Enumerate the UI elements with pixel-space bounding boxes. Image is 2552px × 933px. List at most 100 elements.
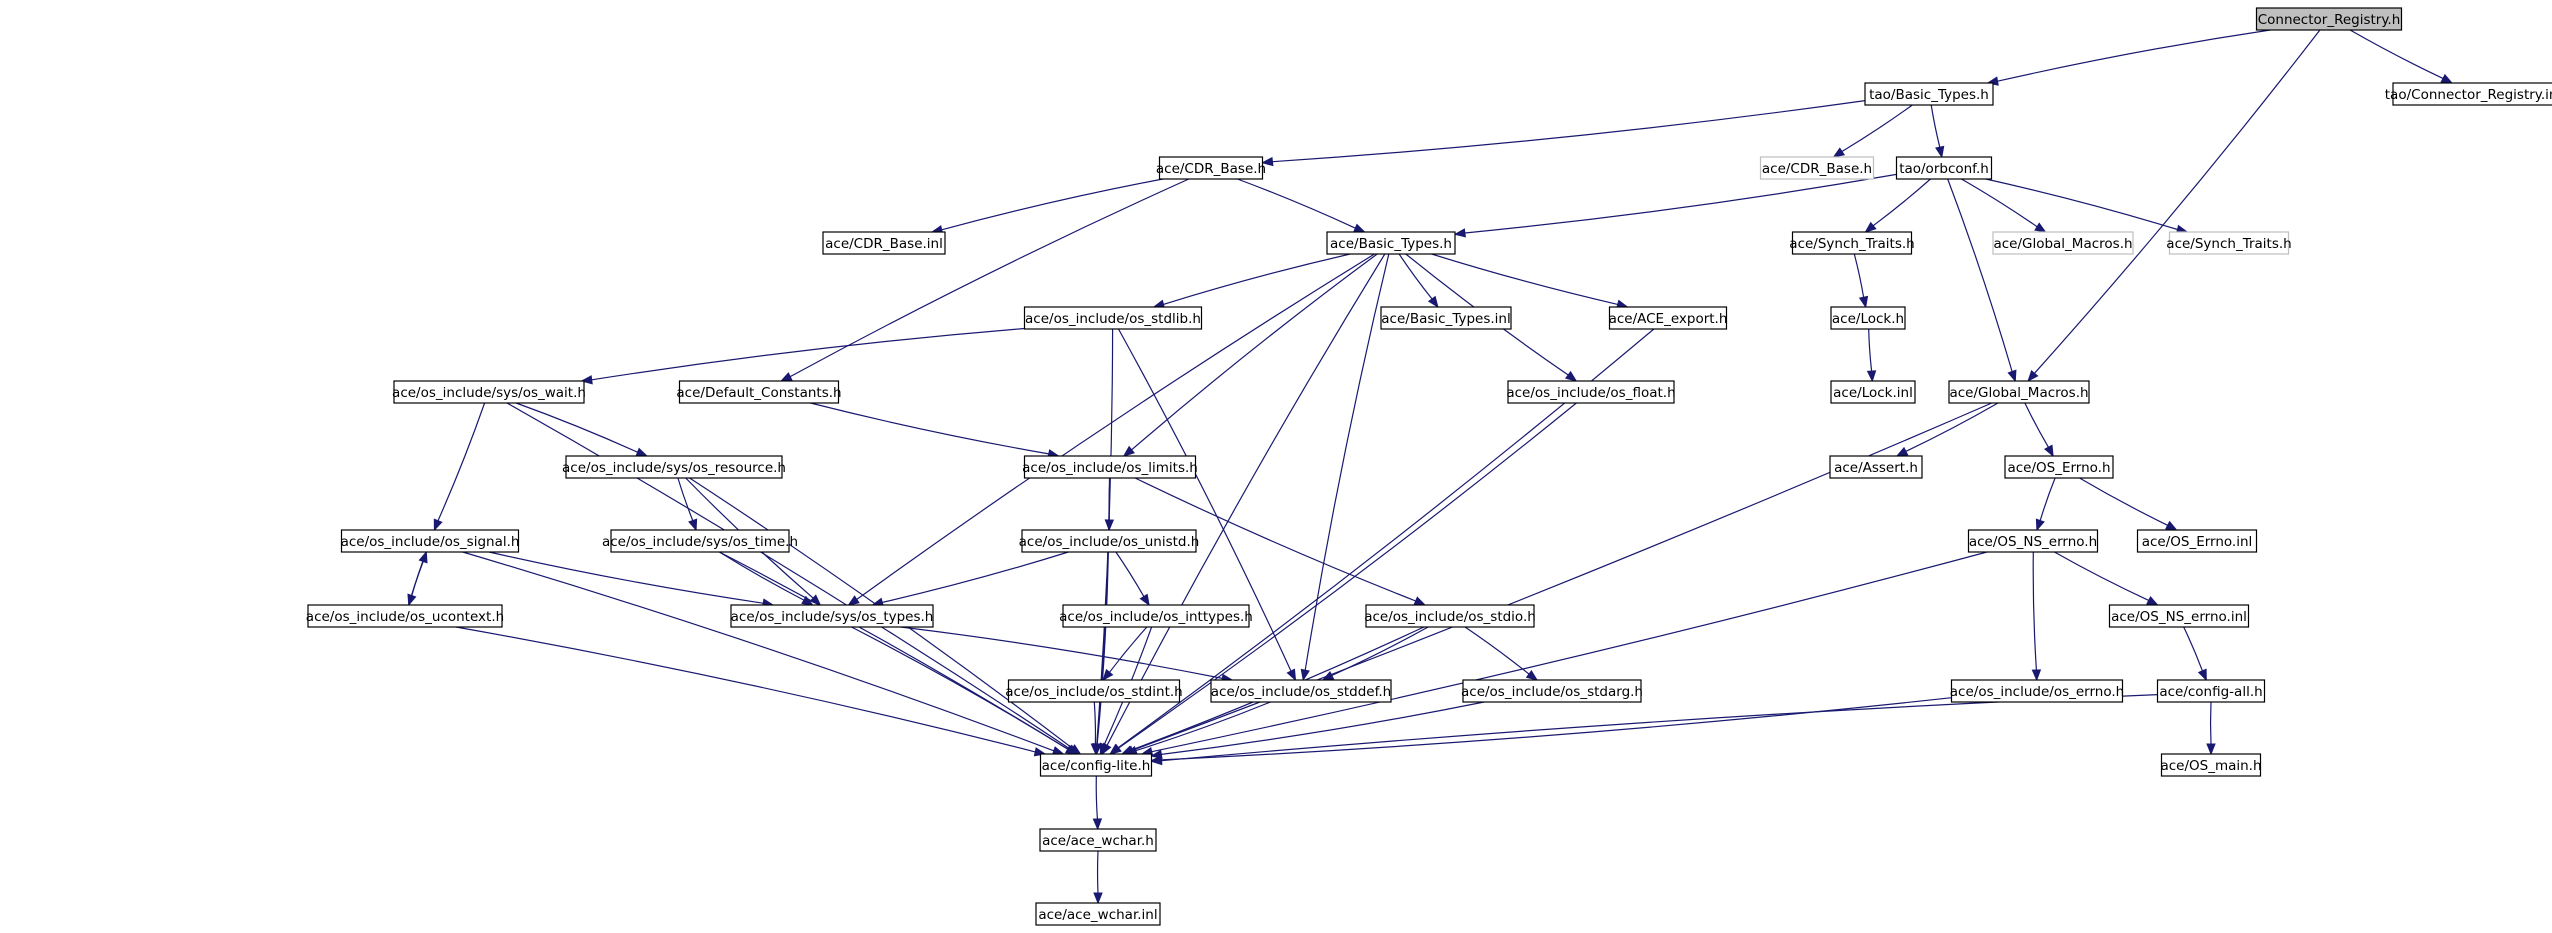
node-ace-lock-h[interactable]: ace/Lock.h	[1830, 306, 1906, 330]
edge-line	[437, 402, 486, 521]
node-os-unistd-h[interactable]: ace/os_include/os_unistd.h	[1019, 529, 1200, 553]
node-ace-wchar-h[interactable]: ace/ace_wchar.h	[1039, 828, 1157, 852]
edge-line	[941, 178, 1164, 231]
edge-ace-basic-types-h-to-os-types-h	[847, 253, 1375, 606]
edge-os-wait-h-to-os-signal-h	[433, 402, 486, 532]
node-box	[1830, 380, 1916, 404]
edge-line	[462, 551, 1055, 752]
node-os-ucontext-h[interactable]: ace/os_include/os_ucontext.h	[306, 604, 504, 628]
node-ace-cdr-base-h-ext[interactable]: ace/CDR_Base.h	[1759, 156, 1875, 180]
edge-arrowhead	[2034, 222, 2047, 233]
node-box	[1967, 529, 2099, 553]
edge-arrowhead	[2165, 520, 2178, 531]
edge-arrowhead	[1895, 446, 1909, 457]
node-ace-os-ns-errno-h[interactable]: ace/OS_NS_errno.h	[1967, 529, 2099, 553]
edge-ace-cdr-base-h-to-default-constants-h	[779, 178, 1190, 382]
edge-line	[2054, 551, 2149, 601]
node-ace-global-macros-h[interactable]: ace/Global_Macros.h	[1948, 380, 2090, 404]
edge-line	[515, 402, 638, 453]
edge-arrowhead	[1093, 892, 1103, 905]
edge-arrowhead	[2197, 668, 2207, 682]
node-os-stdio-h[interactable]: ace/os_include/os_stdio.h	[1364, 604, 1536, 628]
node-ace-lock-inl[interactable]: ace/Lock.inl	[1830, 380, 1916, 404]
node-ace-os-errno-h[interactable]: ace/OS_Errno.h	[2004, 455, 2114, 479]
node-connector-registry-h[interactable]: Connector_Registry.h	[2255, 7, 2403, 31]
node-ace-cdr-base-h[interactable]: ace/CDR_Base.h	[1156, 156, 1266, 180]
node-box	[1023, 306, 1203, 330]
edge-line	[1106, 253, 1386, 746]
node-tao-basic-types-h[interactable]: tao/Basic_Types.h	[1864, 82, 1994, 106]
node-os-wait-h[interactable]: ace/os_include/sys/os_wait.h	[392, 380, 586, 404]
node-box	[1035, 902, 1161, 926]
node-ace-synch-traits-h[interactable]: ace/Synch_Traits.h	[1789, 231, 1915, 255]
node-label: ace/os_include/os_stdio.h	[1364, 609, 1536, 625]
node-label: ace/CDR_Base.inl	[825, 236, 943, 252]
node-os-signal-h[interactable]: ace/os_include/os_signal.h	[340, 529, 520, 553]
node-os-limits-h[interactable]: ace/os_include/os_limits.h	[1022, 455, 1198, 479]
node-ace-os-ns-errno-inl[interactable]: ace/OS_NS_errno.inl	[2108, 604, 2250, 628]
edge-arrowhead	[1866, 370, 1877, 383]
edge-line	[1853, 253, 1865, 298]
node-ace-os-errno-inl[interactable]: ace/OS_Errno.inl	[2136, 529, 2258, 553]
node-box	[1759, 156, 1875, 180]
node-box	[340, 529, 520, 553]
node-tao-orbconf-h[interactable]: tao/orbconf.h	[1895, 156, 1993, 180]
edge-line	[789, 178, 1190, 378]
edge-arrowhead	[2027, 369, 2039, 383]
node-ace-config-all-h[interactable]: ace/config-all.h	[2156, 679, 2266, 703]
node-tao-connector-registry-inl[interactable]: tao/Connector_Registry.inl	[2385, 82, 2552, 106]
node-label: tao/Connector_Registry.inl	[2385, 87, 2552, 103]
edge-arrowhead	[418, 550, 428, 564]
edge-line	[856, 253, 1375, 600]
edge-line	[1868, 328, 1873, 372]
edge-arrowhead	[1102, 668, 1114, 682]
node-ace-os-main-h[interactable]: ace/OS_main.h	[2160, 753, 2262, 777]
node-label: ace/os_include/sys/os_wait.h	[392, 385, 586, 401]
edge-arrowhead	[1858, 295, 1869, 309]
node-os-resource-h[interactable]: ace/os_include/sys/os_resource.h	[562, 455, 786, 479]
edge-ace-config-lite-h-to-ace-wchar-h	[1092, 775, 1103, 831]
node-label: ace/OS_Errno.inl	[2142, 534, 2253, 550]
node-ace-basic-types-inl[interactable]: ace/Basic_Types.inl	[1380, 306, 1512, 330]
node-box	[1791, 231, 1913, 255]
edge-ace-global-macros-h-to-ace-assert-h	[1895, 402, 1999, 457]
node-os-stddef-h[interactable]: ace/os_include/os_stddef.h	[1210, 679, 1392, 703]
node-label: ace/config-all.h	[2159, 684, 2262, 700]
node-ace-synch-traits-h-ext[interactable]: ace/Synch_Traits.h	[2166, 231, 2292, 255]
node-os-stdlib-h[interactable]: ace/os_include/os_stdlib.h	[1023, 306, 1203, 330]
node-ace-assert-h[interactable]: ace/Assert.h	[1829, 455, 1923, 479]
node-box	[1950, 679, 2124, 703]
node-default-constants-h[interactable]: ace/Default_Constants.h	[676, 380, 842, 404]
edge-line	[2034, 29, 2321, 374]
node-label: ace/config-lite.h	[1042, 758, 1151, 774]
node-os-stdint-h[interactable]: ace/os_include/os_stdint.h	[1005, 679, 1183, 703]
edge-os-stddef-h-to-ace-config-lite-h	[1125, 701, 1271, 755]
node-ace-basic-types-h[interactable]: ace/Basic_Types.h	[1326, 231, 1456, 255]
node-ace-global-macros-h-ext[interactable]: ace/Global_Macros.h	[1992, 231, 2134, 255]
edge-arrowhead	[1453, 228, 1466, 238]
edge-arrowhead	[1092, 818, 1103, 831]
node-label: ace/ace_wchar.inl	[1038, 907, 1157, 923]
edge-os-stdlib-h-to-os-stddef-h	[1117, 328, 1297, 682]
edge-line	[1961, 178, 2038, 228]
edge-line	[1096, 551, 1109, 745]
node-box	[1462, 679, 1642, 703]
node-label: ace/Global_Macros.h	[1949, 385, 2088, 401]
node-label: Connector_Registry.h	[2258, 12, 2401, 28]
edge-ace-config-all-h-to-ace-config-lite-h	[1150, 694, 2158, 766]
node-os-inttypes-h[interactable]: ace/os_include/os_inttypes.h	[1059, 604, 1253, 628]
node-ace-export-h[interactable]: ace/ACE_export.h	[1609, 306, 1728, 330]
node-os-stdarg-h[interactable]: ace/os_include/os_stdarg.h	[1461, 679, 1643, 703]
node-ace-config-lite-h[interactable]: ace/config-lite.h	[1039, 753, 1153, 777]
edge-line	[1093, 701, 1097, 745]
node-os-errno-h[interactable]: ace/os_include/os_errno.h	[1950, 679, 2124, 703]
node-box	[393, 380, 585, 404]
node-ace-wchar-inl[interactable]: ace/ace_wchar.inl	[1035, 902, 1161, 926]
node-os-types-h[interactable]: ace/os_include/sys/os_types.h	[730, 604, 934, 628]
node-os-float-h[interactable]: ace/os_include/os_float.h	[1506, 380, 1676, 404]
node-os-time-h[interactable]: ace/os_include/sys/os_time.h	[602, 529, 798, 553]
node-ace-cdr-base-inl[interactable]: ace/CDR_Base.inl	[822, 231, 946, 255]
edge-ace-synch-traits-h-to-ace-lock-h	[1853, 253, 1869, 309]
node-box	[1992, 231, 2134, 255]
node-box	[307, 604, 503, 628]
